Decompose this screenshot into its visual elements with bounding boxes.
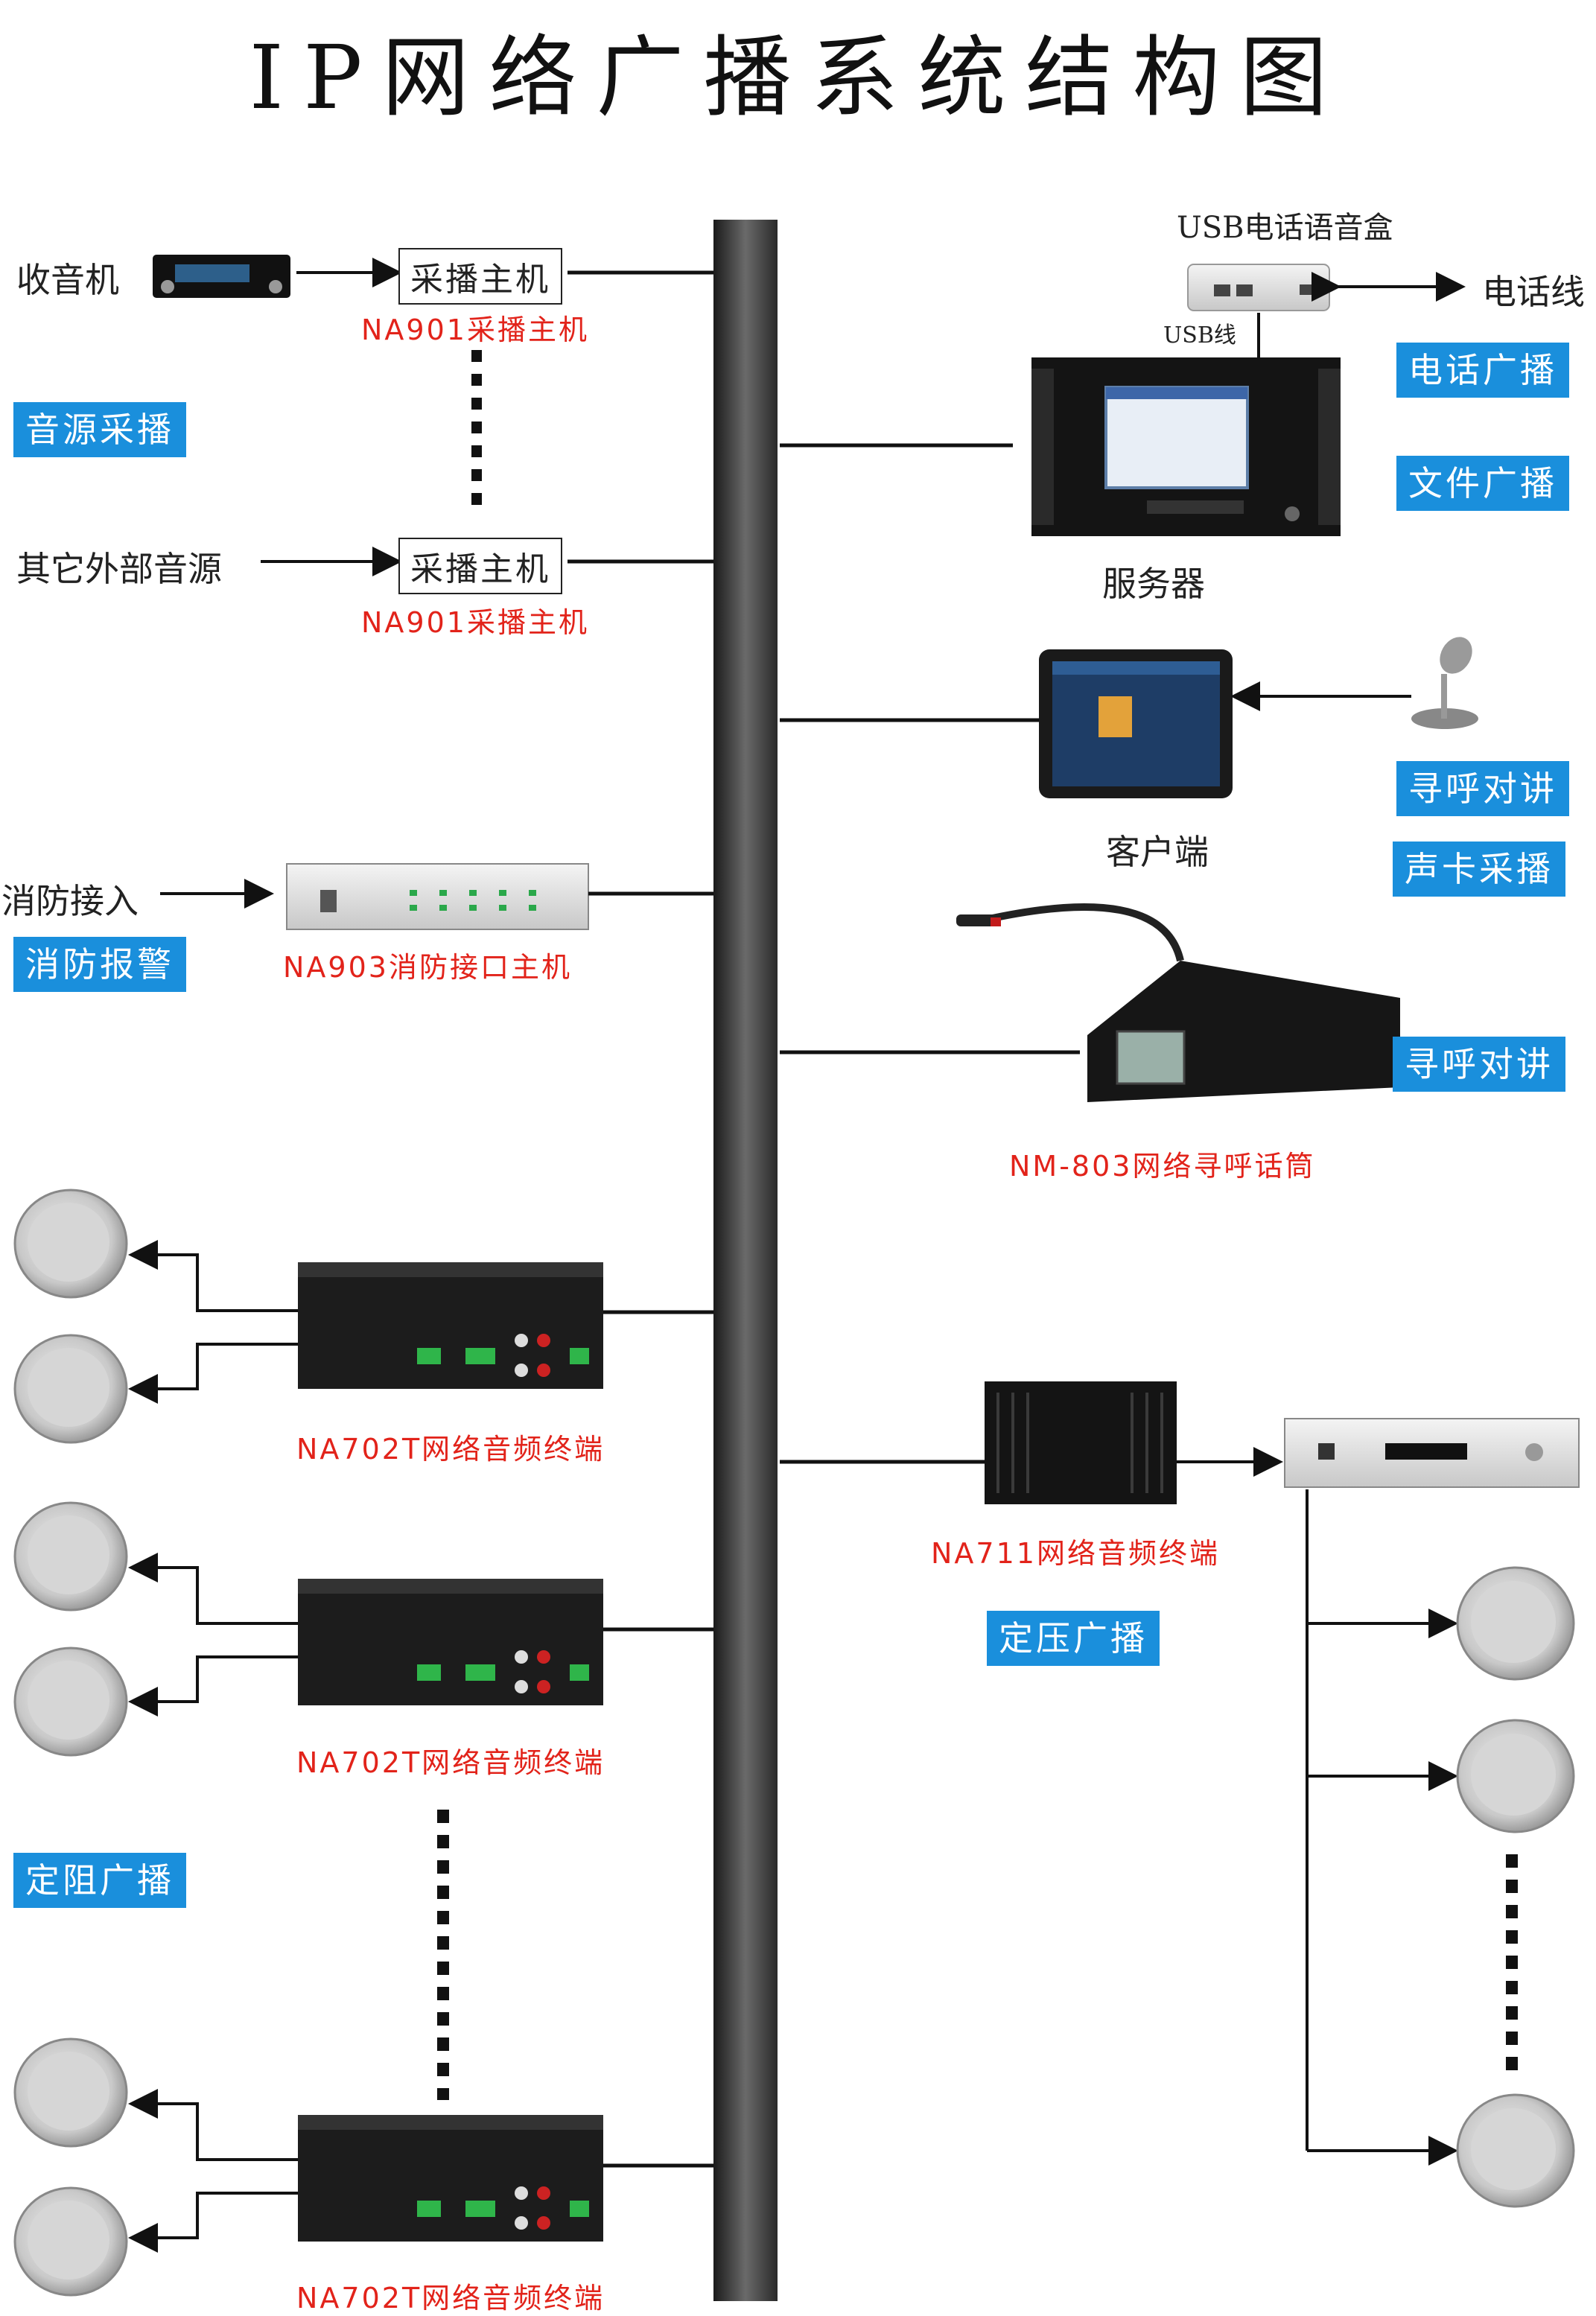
desk-mic-icon (1411, 637, 1478, 729)
capture-host-box-2: 采播主机 (398, 538, 562, 594)
capture-host-box-1: 采播主机 (398, 248, 562, 305)
fire-host-model: NA903消防接口主机 (283, 951, 572, 984)
server-icon (1031, 357, 1341, 536)
constant-voltage-badge: 定压广播 (987, 1611, 1160, 1666)
fire-host-icon (286, 863, 589, 930)
network-backbone (713, 220, 778, 2301)
audio-terminal-icon (298, 1262, 603, 1389)
intercom-badge-1: 寻呼对讲 (1396, 761, 1569, 816)
other-source-label: 其它外部音源 (16, 549, 222, 589)
terminal-model-3: NA702T网络音频终端 (296, 2282, 605, 2315)
ceiling-speaker-icon (1456, 1719, 1575, 1833)
na711-model: NA711网络音频终端 (931, 1537, 1220, 1570)
radio-icon (153, 255, 290, 298)
ceiling-speaker-icon (13, 1334, 128, 1444)
ceiling-speaker-icon (13, 1647, 128, 1757)
audio-terminal-icon (298, 2115, 603, 2242)
file-broadcast-badge: 文件广播 (1396, 456, 1569, 511)
ceiling-speaker-icon (13, 2186, 128, 2297)
paging-mic-icon (956, 903, 1400, 1102)
terminal-model-2: NA702T网络音频终端 (296, 1746, 605, 1779)
ceiling-speaker-icon (13, 1501, 128, 1612)
fixed-resistance-badge: 定阻广播 (13, 1853, 186, 1908)
phone-broadcast-badge: 电话广播 (1396, 343, 1569, 398)
ceiling-speaker-icon (1456, 1566, 1575, 1681)
fire-input-label: 消防接入 (1, 881, 139, 921)
phone-line-label: 电话线 (1482, 272, 1585, 312)
na711-icon (985, 1381, 1177, 1504)
intercom-badge-2: 寻呼对讲 (1393, 1037, 1565, 1092)
usb-box-label: USB电话语音盒 (1177, 211, 1393, 245)
paging-mic-model: NM-803网络寻呼话筒 (1009, 1150, 1316, 1183)
source-capture-badge: 音源采播 (13, 402, 186, 457)
soundcard-capture-badge: 声卡采播 (1393, 842, 1565, 897)
radio-label: 收音机 (16, 260, 119, 300)
amplifier-icon (1284, 1418, 1580, 1488)
page-title: IP网络广播系统结构图 (249, 26, 1347, 129)
terminal-model-1: NA702T网络音频终端 (296, 1433, 605, 1466)
fire-alarm-badge: 消防报警 (13, 937, 186, 992)
ceiling-speaker-icon (13, 2037, 128, 2148)
audio-terminal-icon (298, 1579, 603, 1705)
client-label: 客户端 (1106, 832, 1209, 872)
usb-box-icon (1187, 264, 1330, 311)
ceiling-speaker-icon (1456, 2093, 1575, 2208)
ceiling-speaker-icon (13, 1189, 128, 1299)
tablet-icon (1039, 649, 1233, 798)
capture-model-2: NA901采播主机 (361, 606, 589, 639)
server-label: 服务器 (1102, 564, 1205, 604)
capture-model-1: NA901采播主机 (361, 314, 589, 346)
usb-line-label: USB线 (1163, 322, 1236, 349)
